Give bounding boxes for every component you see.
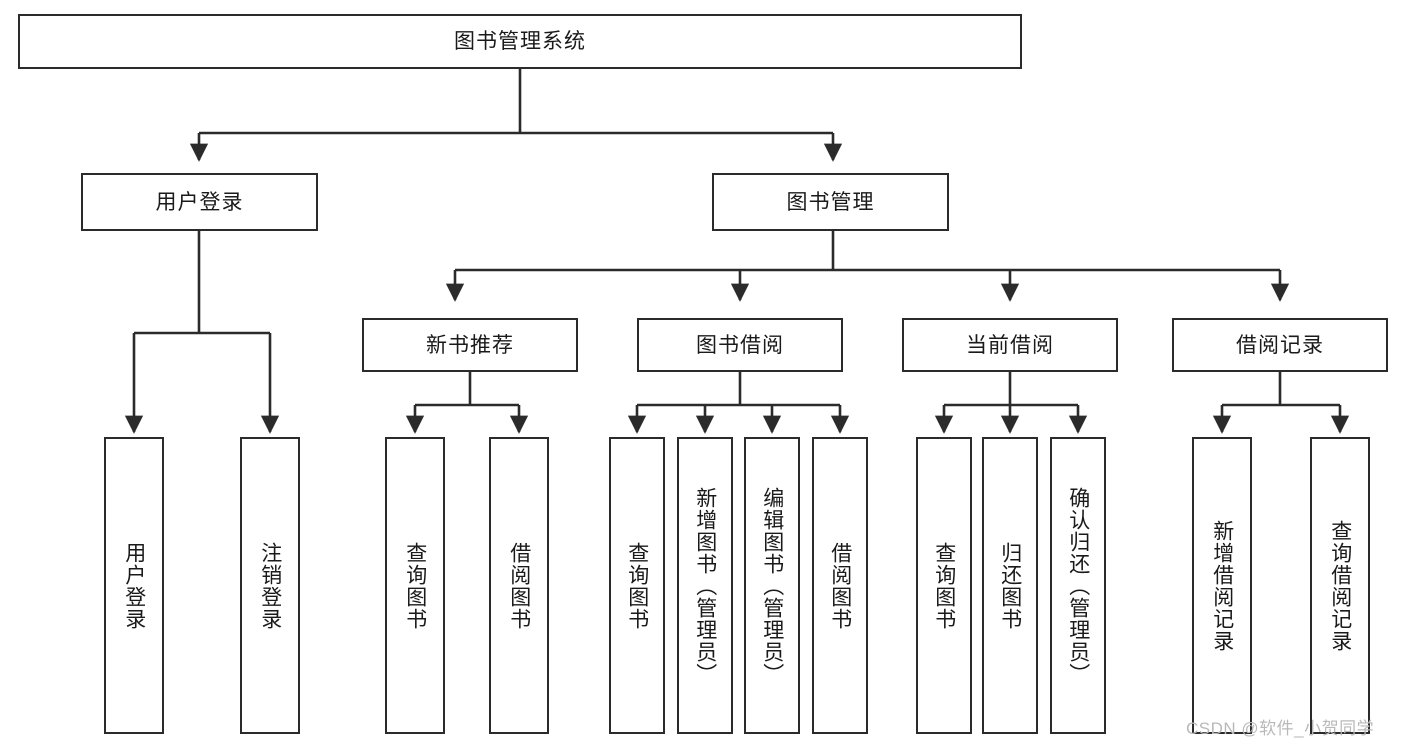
node-leaf-borrow-book-2[interactable]: 借阅图书 bbox=[812, 437, 868, 734]
node-borrow-record[interactable]: 借阅记录 bbox=[1172, 318, 1388, 372]
node-leaf-edit-book-label: 编辑图书（管理员） bbox=[760, 486, 784, 685]
node-current-borrow-label: 当前借阅 bbox=[966, 333, 1054, 357]
node-leaf-query-book-2[interactable]: 查询图书 bbox=[609, 437, 665, 734]
node-leaf-edit-book[interactable]: 编辑图书（管理员） bbox=[744, 437, 800, 734]
node-leaf-query-record-label: 查询借阅记录 bbox=[1328, 519, 1352, 652]
node-borrow-record-label: 借阅记录 bbox=[1236, 333, 1324, 357]
node-leaf-query-book-1[interactable]: 查询图书 bbox=[385, 437, 445, 734]
node-leaf-borrow-book-1[interactable]: 借阅图书 bbox=[489, 437, 549, 734]
node-book-borrow-label: 图书借阅 bbox=[696, 333, 784, 357]
node-current-borrow[interactable]: 当前借阅 bbox=[902, 318, 1118, 372]
node-user-login[interactable]: 用户登录 bbox=[81, 173, 318, 231]
node-leaf-borrow-book-1-label: 借阅图书 bbox=[507, 541, 531, 630]
node-leaf-borrow-book-2-label: 借阅图书 bbox=[828, 541, 852, 630]
node-root-label: 图书管理系统 bbox=[454, 30, 586, 53]
node-leaf-logout-label: 注销登录 bbox=[258, 541, 282, 630]
node-root[interactable]: 图书管理系统 bbox=[18, 14, 1022, 69]
node-leaf-add-record-label: 新增借阅记录 bbox=[1210, 519, 1234, 652]
node-book-management-label: 图书管理 bbox=[786, 190, 875, 214]
node-leaf-confirm-return-label: 确认归还（管理员） bbox=[1066, 486, 1090, 685]
node-leaf-logout[interactable]: 注销登录 bbox=[240, 437, 300, 734]
node-leaf-user-login[interactable]: 用户登录 bbox=[104, 437, 164, 734]
node-leaf-confirm-return[interactable]: 确认归还（管理员） bbox=[1050, 437, 1106, 734]
node-new-book-recommend-label: 新书推荐 bbox=[426, 333, 514, 357]
node-book-management[interactable]: 图书管理 bbox=[712, 173, 949, 231]
node-leaf-add-record[interactable]: 新增借阅记录 bbox=[1192, 437, 1252, 734]
node-leaf-add-book-label: 新增图书（管理员） bbox=[693, 486, 717, 685]
node-user-login-label: 用户登录 bbox=[155, 190, 244, 214]
watermark: CSDN @软件_小贺同学 bbox=[1186, 719, 1375, 738]
node-leaf-query-book-2-label: 查询图书 bbox=[625, 541, 649, 630]
node-leaf-query-book-3[interactable]: 查询图书 bbox=[916, 437, 972, 734]
node-leaf-add-book[interactable]: 新增图书（管理员） bbox=[677, 437, 733, 734]
node-leaf-user-login-label: 用户登录 bbox=[122, 541, 146, 630]
node-leaf-return-book[interactable]: 归还图书 bbox=[982, 437, 1038, 734]
node-new-book-recommend[interactable]: 新书推荐 bbox=[362, 318, 578, 372]
node-leaf-return-book-label: 归还图书 bbox=[998, 541, 1022, 630]
node-book-borrow[interactable]: 图书借阅 bbox=[637, 318, 843, 372]
node-leaf-query-record[interactable]: 查询借阅记录 bbox=[1310, 437, 1370, 734]
node-leaf-query-book-1-label: 查询图书 bbox=[403, 541, 427, 630]
node-leaf-query-book-3-label: 查询图书 bbox=[932, 541, 956, 630]
